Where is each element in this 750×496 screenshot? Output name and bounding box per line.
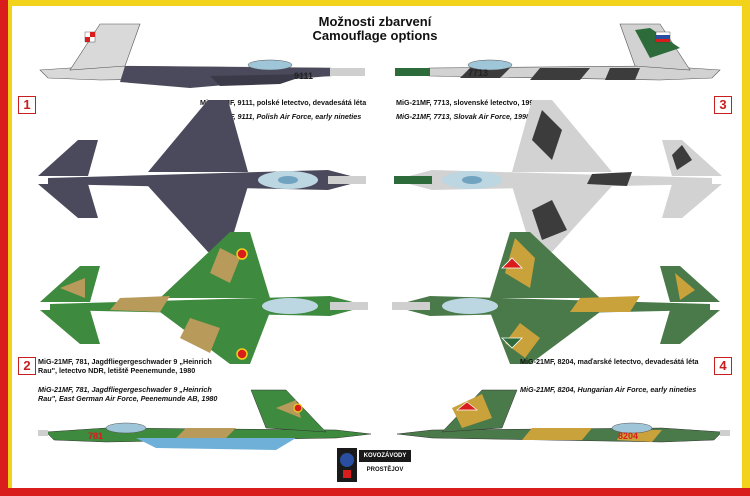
title-czech: Možnosti zbarvení — [318, 14, 432, 29]
option1-top-view — [38, 100, 366, 252]
frame-left-red-stripe — [0, 0, 8, 496]
logo-text-kovozavody: KOVOZÁVODY — [359, 450, 411, 462]
option4-caption-en: MiG-21MF, 8204, Hungarian Air Force, ear… — [520, 385, 697, 394]
sheet-panel — [12, 6, 742, 488]
option4-caption-cz: MiG-21MF, 8204, maďarské letectvo, devad… — [520, 357, 699, 366]
option2-caption-en: MiG-21MF, 781, Jagdfliegergeschwader 9 „… — [38, 385, 218, 403]
frame-right-stripe — [742, 0, 750, 496]
title-english: Camouflage options — [312, 28, 438, 43]
option4-side-view: 8204 — [396, 389, 730, 443]
option3-serial: 7713 — [468, 68, 488, 78]
option2-top-view — [40, 232, 368, 364]
frame-bottom-stripe — [0, 488, 750, 496]
option3-caption-cz: MiG-21MF, 7713, slovenské letectvo, 1998 — [396, 98, 538, 107]
option3-top-view — [394, 100, 722, 252]
option4-number-badge: 4 — [714, 357, 732, 375]
logo-text-prostejov: PROSTĚJOV — [366, 467, 404, 473]
kp-logo-emblem — [337, 448, 357, 482]
frame-top-stripe — [0, 0, 750, 6]
option4-top-view — [392, 232, 720, 364]
option2-side-view: 781 — [38, 389, 372, 450]
option1-serial: 9111 — [294, 71, 313, 81]
option2-number-badge: 2 — [18, 357, 36, 375]
option2-caption-cz: MiG-21MF, 781, Jagdfliegergeschwader 9 „… — [38, 357, 212, 375]
option1-number-badge: 1 — [18, 96, 36, 114]
option1-caption-cz: MiG-21MF, 9111, polské letectvo, devades… — [200, 98, 367, 107]
option3-caption-en: MiG-21MF, 7713, Slovak Air Force, 1998 — [396, 112, 530, 121]
option3-number-badge: 3 — [714, 96, 732, 114]
option1-caption-en: MiG-21MF, 9111, Polish Air Force, early … — [200, 112, 362, 121]
option4-serial: 8204 — [618, 431, 638, 441]
option3-side-view: 7713 — [394, 23, 721, 81]
option2-serial: 781 — [88, 431, 103, 441]
frame-left-yellow-stripe — [8, 0, 12, 496]
kp-logo: KOVOZÁVODY PROSTĚJOV — [337, 448, 413, 488]
option1-side-view: 9111 — [39, 23, 366, 88]
